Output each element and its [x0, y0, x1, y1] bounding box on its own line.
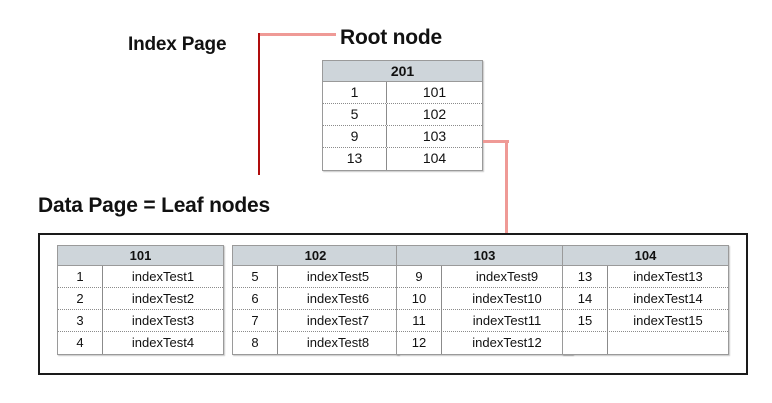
table-row: 6 indexTest6	[233, 288, 398, 310]
root-row-pointer: 104	[422, 150, 447, 166]
table-row: 9 indexTest9	[397, 266, 572, 288]
table-row: 13 indexTest13	[563, 266, 728, 288]
leaf-row-key: 6	[233, 288, 278, 309]
root-row-key: 13	[323, 148, 387, 170]
table-row: 13 104	[323, 148, 482, 170]
root-node-page-id: 201	[323, 61, 482, 82]
index-page-label: Index Page	[128, 34, 227, 55]
leaf-row-key: 1	[58, 266, 103, 287]
leaf-row-value: indexTest5	[306, 269, 370, 284]
table-row: 3 indexTest3	[58, 310, 223, 332]
root-row-key: 5	[323, 104, 387, 125]
leaf-row-value	[608, 332, 728, 354]
root-row-pointer: 103	[422, 128, 447, 144]
leaf-row-value: indexTest13	[633, 269, 703, 284]
leaf-row-key: 12	[397, 332, 442, 354]
leaf-row-key: 4	[58, 332, 103, 354]
leaf-row-key	[563, 332, 608, 354]
table-row: 15 indexTest15	[563, 310, 728, 332]
leaf-node-page-id: 104	[563, 246, 728, 266]
leaf-row-value: indexTest3	[131, 313, 195, 328]
root-row-pointer: 101	[422, 84, 447, 100]
leaf-row-key: 2	[58, 288, 103, 309]
leaf-row-key: 3	[58, 310, 103, 331]
leaf-row-value: indexTest15	[633, 313, 703, 328]
table-row: 10 indexTest10	[397, 288, 572, 310]
table-row: 2 indexTest2	[58, 288, 223, 310]
root-node-label: Root node	[340, 26, 443, 49]
table-row: 5 indexTest5	[233, 266, 398, 288]
leaf-row-key: 11	[397, 310, 442, 331]
leaf-row-key: 13	[563, 266, 608, 287]
leaf-row-key: 7	[233, 310, 278, 331]
leaf-node-table: 101 1 indexTest1 2 indexTest2 3 indexTes…	[57, 245, 224, 355]
leaf-row-value: indexTest2	[131, 291, 195, 306]
leaf-row-value: indexTest8	[306, 335, 370, 350]
table-row: 11 indexTest11	[397, 310, 572, 332]
table-row: 7 indexTest7	[233, 310, 398, 332]
table-row: 1 indexTest1	[58, 266, 223, 288]
data-page-label: Data Page = Leaf nodes	[38, 194, 270, 217]
leaf-row-value: indexTest9	[475, 269, 539, 284]
leaf-row-value: indexTest14	[633, 291, 703, 306]
leaf-row-value: indexTest12	[472, 335, 542, 350]
leaf-row-value: indexTest4	[131, 335, 195, 350]
leaf-row-value: indexTest10	[472, 291, 542, 306]
index-page-bracket-horizontal	[258, 33, 336, 36]
root-row-pointer: 102	[422, 106, 447, 122]
leaf-node-page-id: 103	[397, 246, 572, 266]
leaf-node-page-id: 102	[233, 246, 398, 266]
leaf-row-value: indexTest7	[306, 313, 370, 328]
leaf-node-table: 102 5 indexTest5 6 indexTest6 7 indexTes…	[232, 245, 399, 355]
table-row: 9 103	[323, 126, 482, 148]
leaf-row-key: 9	[397, 266, 442, 287]
table-row: 4 indexTest4	[58, 332, 223, 354]
table-row-empty	[563, 332, 728, 354]
table-row: 12 indexTest12	[397, 332, 572, 354]
leaf-row-key: 14	[563, 288, 608, 309]
root-row-key: 9	[323, 126, 387, 147]
leaf-row-key: 8	[233, 332, 278, 354]
table-row: 14 indexTest14	[563, 288, 728, 310]
root-node-table: 201 1 101 5 102 9 103 13 104	[322, 60, 483, 171]
connector-line-vertical	[505, 140, 508, 241]
leaf-node-table: 103 9 indexTest9 10 indexTest10 11 index…	[396, 245, 573, 355]
table-row: 1 101	[323, 82, 482, 104]
index-page-bracket-vertical	[258, 33, 260, 175]
leaf-node-page-id: 101	[58, 246, 223, 266]
leaf-row-value: indexTest1	[131, 269, 195, 284]
leaf-row-key: 10	[397, 288, 442, 309]
table-row: 5 102	[323, 104, 482, 126]
connector-line-horizontal	[483, 140, 509, 143]
table-row: 8 indexTest8	[233, 332, 398, 354]
leaf-row-value: indexTest6	[306, 291, 370, 306]
root-row-key: 1	[323, 82, 387, 103]
leaf-row-key: 15	[563, 310, 608, 331]
leaf-row-key: 5	[233, 266, 278, 287]
leaf-node-table: 104 13 indexTest13 14 indexTest14 15 ind…	[562, 245, 729, 355]
leaf-row-value: indexTest11	[472, 313, 542, 328]
